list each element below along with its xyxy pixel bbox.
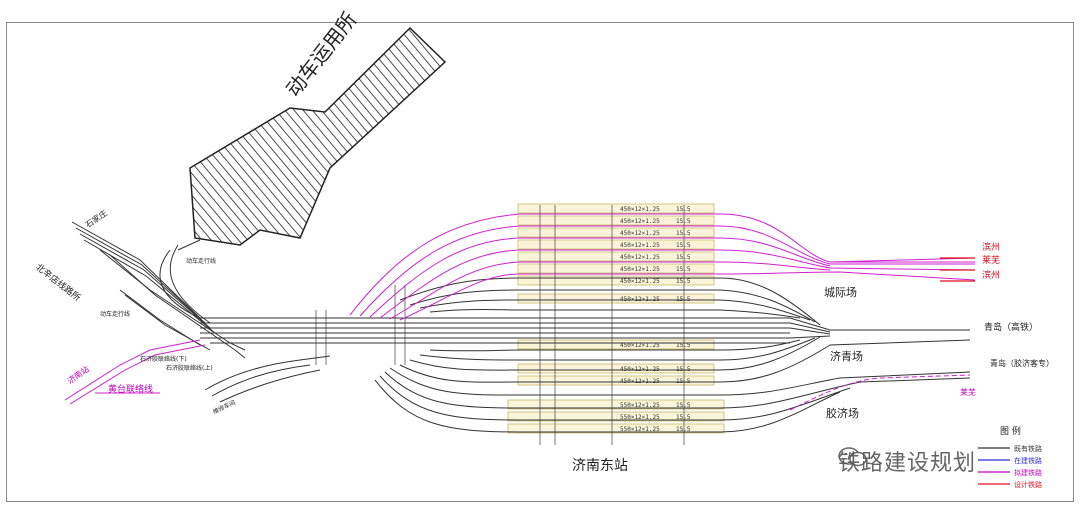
platform-width: 15.5 <box>676 254 691 261</box>
yard-jiqing-label: 济青场 <box>830 349 863 363</box>
label-laiwu-2: 莱芜 <box>960 387 976 397</box>
platform-spec: 450×12×1.25 <box>620 278 660 285</box>
platform-spec: 450×12×1.25 <box>620 218 660 225</box>
legend-label: 在建铁路 <box>1014 456 1042 465</box>
label-shijiazhuang: 石家庄 <box>83 208 108 230</box>
label-laiwu-1: 莱芜 <box>982 254 1000 266</box>
platform-spec: 550×12×1.25 <box>620 414 660 421</box>
platform <box>517 215 715 226</box>
platform-spec: 450×12×1.25 <box>620 254 660 261</box>
legend-label: 拟建铁路 <box>1014 468 1042 477</box>
platform-spec: 450×12×1.25 <box>620 206 660 213</box>
yard-jiaoji-label: 胶济场 <box>826 406 859 420</box>
watermark: 铁路建设规划 <box>838 446 976 476</box>
wechat-icon <box>838 447 867 467</box>
platform-spec: 450×12×1.25 <box>620 266 660 273</box>
label-emu-running-bottom: 动车走行线 <box>100 310 130 318</box>
legend-label: 设计铁路 <box>1014 480 1042 489</box>
platform <box>517 203 715 214</box>
platform <box>517 275 715 286</box>
label-qingdao-jiaoji: 青岛（胶济客专） <box>990 358 1054 368</box>
legend-label: 既有铁路 <box>1014 444 1042 453</box>
platform-width: 15.5 <box>676 230 691 237</box>
yard-intercity-label: 城际场 <box>824 285 857 299</box>
platform-spec: 450×12×1.25 <box>620 242 660 249</box>
platform <box>517 293 715 304</box>
label-huangtai: 黄台联络线 <box>108 383 153 395</box>
platform <box>507 423 725 434</box>
platform <box>517 375 715 386</box>
platform-width: 15.5 <box>676 242 691 249</box>
platform-width: 15.5 <box>676 266 691 273</box>
platform-width: 15.5 <box>676 402 691 409</box>
diagram-frame <box>6 22 1074 502</box>
station-label: 济南东站 <box>572 458 628 474</box>
label-shiji-up: 石济胶联络线(上) <box>166 364 213 372</box>
platform <box>517 363 715 374</box>
station-axis-lines <box>315 205 685 445</box>
label-beixin-line-office: 北辛店线路所 <box>33 261 83 304</box>
design-tracks <box>940 257 975 282</box>
platform-width: 15.5 <box>676 218 691 225</box>
platform-width: 15.5 <box>676 206 691 213</box>
platform <box>517 239 715 250</box>
emu-depot-area <box>189 26 447 246</box>
platform <box>517 227 715 238</box>
platform <box>517 251 715 262</box>
label-emu-running-top: 动车走行线 <box>186 257 216 265</box>
platform-width: 15.5 <box>676 278 691 285</box>
label-shiji-down: 石济胶联络线(下) <box>140 355 187 363</box>
existing-tracks <box>71 221 971 433</box>
platform <box>507 411 725 422</box>
platform-width: 15.5 <box>676 426 691 433</box>
platform-spec: 550×12×1.25 <box>620 402 660 409</box>
watermark-text: 铁路建设规划 <box>838 451 977 476</box>
platform-width: 15.5 <box>676 414 691 421</box>
platform-spec: 450×12×1.25 <box>620 230 660 237</box>
proposed-tracks <box>64 213 976 411</box>
label-binzhou-1: 滨州 <box>982 241 1000 253</box>
label-binzhou-2: 滨州 <box>982 269 1000 281</box>
label-qingdao-hsr: 青岛（高铁） <box>984 321 1038 333</box>
platform <box>517 339 715 350</box>
label-maintenance: 维修车间 <box>211 398 236 415</box>
platform <box>517 263 715 274</box>
platform-width: 15.5 <box>676 342 691 349</box>
platform-spec: 450×12×1.25 <box>620 342 660 349</box>
label-jinan-station: 济南站 <box>65 364 90 386</box>
platform <box>507 399 725 410</box>
platform-spec: 550×12×1.25 <box>620 426 660 433</box>
legend-title: 图 例 <box>1000 425 1021 437</box>
